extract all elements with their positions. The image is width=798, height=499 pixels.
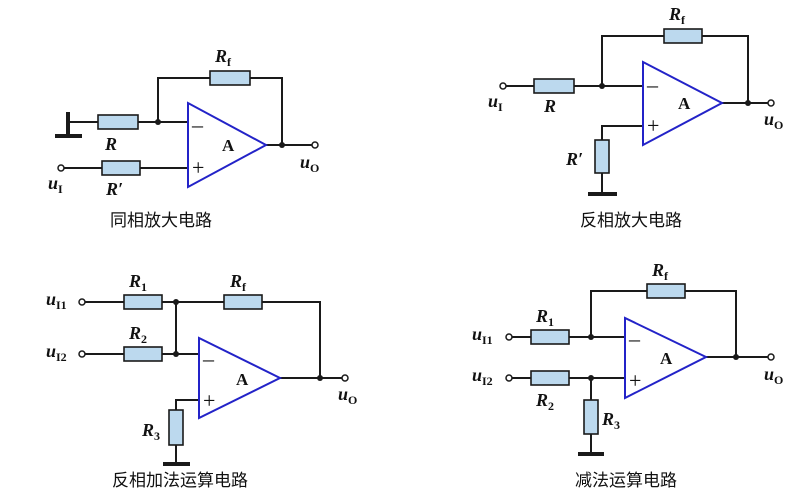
caption: 同相放大电路 [110,211,212,231]
label-R3: R3 [601,409,620,432]
junction-dot [317,375,323,381]
resistor-R2 [530,370,570,386]
opamp-triangle [624,316,709,400]
resistor-R1 [530,329,570,345]
label-output: uO [338,384,357,407]
amp-label: A [222,136,235,155]
label-R1: R1 [535,306,554,329]
resistor-R1 [123,294,163,310]
resistor-R-prime [101,160,141,176]
junction-dot [279,142,285,148]
resistor-R3 [583,399,599,435]
label-input2: uI2 [472,365,493,388]
resistor-R-prime [594,139,610,174]
terminal-input2 [78,350,86,358]
opamp-triangle [187,101,269,189]
terminal-input1 [78,298,86,306]
label-R-prime: R′ [105,179,123,199]
terminal-input [499,82,507,90]
circuit-noninverting-amplifier: – + A Rf R R′ uI uO 同相放大电路 [48,46,319,231]
junction-dot [745,100,751,106]
label-R: R [104,134,117,154]
minus-sign: – [628,326,641,351]
circuit-inverting-summing-amplifier: – + A R1 R2 Rf R3 uI1 uI2 uO 反相加法运算电路 [46,271,357,491]
plus-sign: + [629,368,641,393]
resistor-R3 [168,409,184,446]
terminal-output [767,99,775,107]
opamp-triangle [642,60,725,147]
label-Rf: Rf [668,4,686,27]
junction-dot [588,334,594,340]
junction-dot [173,351,179,357]
resistor-Rf [663,28,703,44]
label-R-prime: R′ [565,149,583,169]
resistor-R [533,78,575,94]
wire [175,399,199,462]
terminal-output [767,353,775,361]
circuit-inverting-amplifier: – + A Rf R R′ uI uO 反相放大电路 [488,4,783,231]
resistor-Rf [646,283,686,299]
junction-dot [733,354,739,360]
minus-sign: – [202,346,215,371]
circuit-difference-amplifier: – + A R1 R2 Rf R3 uI1 uI2 uO 减法运算电路 [472,260,783,491]
terminal-output [311,141,319,149]
junction-dot [599,83,605,89]
wire [157,77,283,145]
terminal-input2 [505,374,513,382]
label-Rf: Rf [214,46,232,69]
opamp-triangle [198,336,283,420]
label-R1: R1 [128,271,147,294]
junction-dot [173,299,179,305]
terminal-input1 [505,333,513,341]
junction-dot [588,375,594,381]
caption: 反相加法运算电路 [112,471,248,491]
label-Rf: Rf [651,260,669,283]
label-R2: R2 [128,323,147,346]
label-Rf: Rf [229,271,247,294]
resistor-R [97,114,139,130]
wire [590,290,737,357]
plus-sign: + [203,388,215,413]
caption: 减法运算电路 [575,471,677,491]
label-input2: uI2 [46,341,67,364]
label-input: uI [48,173,63,196]
amp-label: A [678,94,691,113]
caption: 反相放大电路 [580,211,682,231]
plus-sign: + [647,113,659,138]
minus-sign: – [646,72,659,97]
wire [601,35,749,103]
minus-sign: – [191,112,204,137]
resistor-Rf [223,294,263,310]
amp-label: A [660,349,673,368]
label-R3: R3 [141,420,160,443]
label-R: R [543,96,556,116]
wire [601,125,643,192]
label-output: uO [764,109,783,132]
label-output: uO [300,152,319,175]
resistor-Rf [209,70,251,86]
terminal-output [341,374,349,382]
label-input1: uI1 [46,289,67,312]
terminal-input [57,164,65,172]
wire [85,301,321,378]
label-input: uI [488,91,503,114]
label-input1: uI1 [472,324,493,347]
resistor-R2 [123,346,163,362]
label-R2: R2 [535,390,554,413]
amp-label: A [236,370,249,389]
label-output: uO [764,364,783,387]
junction-dot [155,119,161,125]
plus-sign: + [192,155,204,180]
